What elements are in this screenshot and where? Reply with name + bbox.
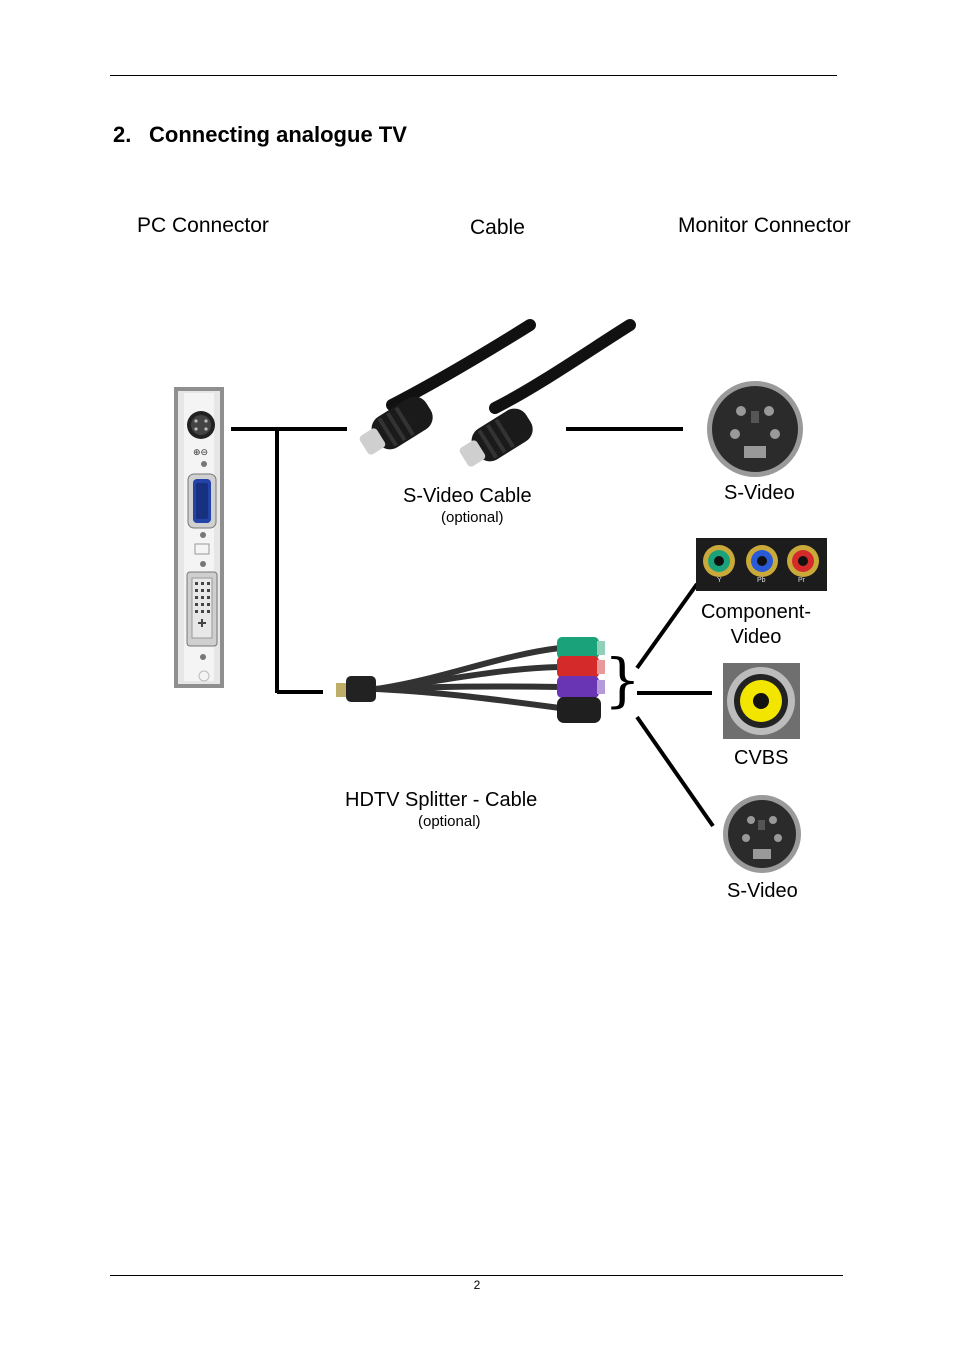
component-jack-pr-label: Pr — [798, 577, 805, 584]
svideo-jack-bottom — [723, 795, 801, 873]
section-number: 2. — [113, 122, 132, 147]
svideo-cable-image — [359, 319, 636, 467]
component-jack-labels: Y Pb Pr — [696, 577, 827, 589]
cvbs-label: CVBS — [734, 747, 789, 769]
pc-connector-label: PC Connector — [137, 214, 269, 237]
cvbs-jack — [723, 663, 800, 739]
component-jack-pb-label: Pb — [757, 577, 766, 584]
svideo-top-label: S-Video — [724, 482, 795, 504]
component-video-jacks — [696, 538, 827, 591]
svideo-cable-label: S-Video Cable — [403, 485, 532, 507]
hdtv-splitter-image: } — [336, 637, 641, 723]
component-video-label: Component- Video — [690, 600, 822, 650]
header-rule — [110, 75, 837, 76]
svideo-bottom-label: S-Video — [727, 880, 798, 902]
monitor-connector-label: Monitor Connector — [678, 214, 851, 237]
section-title: Connecting analogue TV — [149, 122, 407, 147]
svg-text:⊕⊖: ⊕⊖ — [193, 448, 208, 458]
footer-rule — [110, 1275, 843, 1276]
connection-lines — [231, 427, 715, 828]
component-video-label-line2: Video — [730, 626, 782, 648]
svideo-jack-top — [707, 381, 803, 477]
cable-label: Cable — [470, 216, 525, 239]
pc-bracket-image: ⊕⊖ — [174, 387, 224, 688]
svg-text:}: } — [604, 646, 641, 714]
component-jack-y-label: Y — [717, 577, 722, 584]
section-heading: 2. Connecting analogue TV — [113, 122, 407, 148]
page-number: 2 — [473, 1278, 481, 1292]
hdtv-cable-note: (optional) — [418, 813, 481, 830]
svideo-cable-note: (optional) — [441, 509, 504, 526]
component-video-label-line1: Component- — [700, 601, 812, 623]
hdtv-cable-label: HDTV Splitter - Cable — [345, 789, 538, 811]
